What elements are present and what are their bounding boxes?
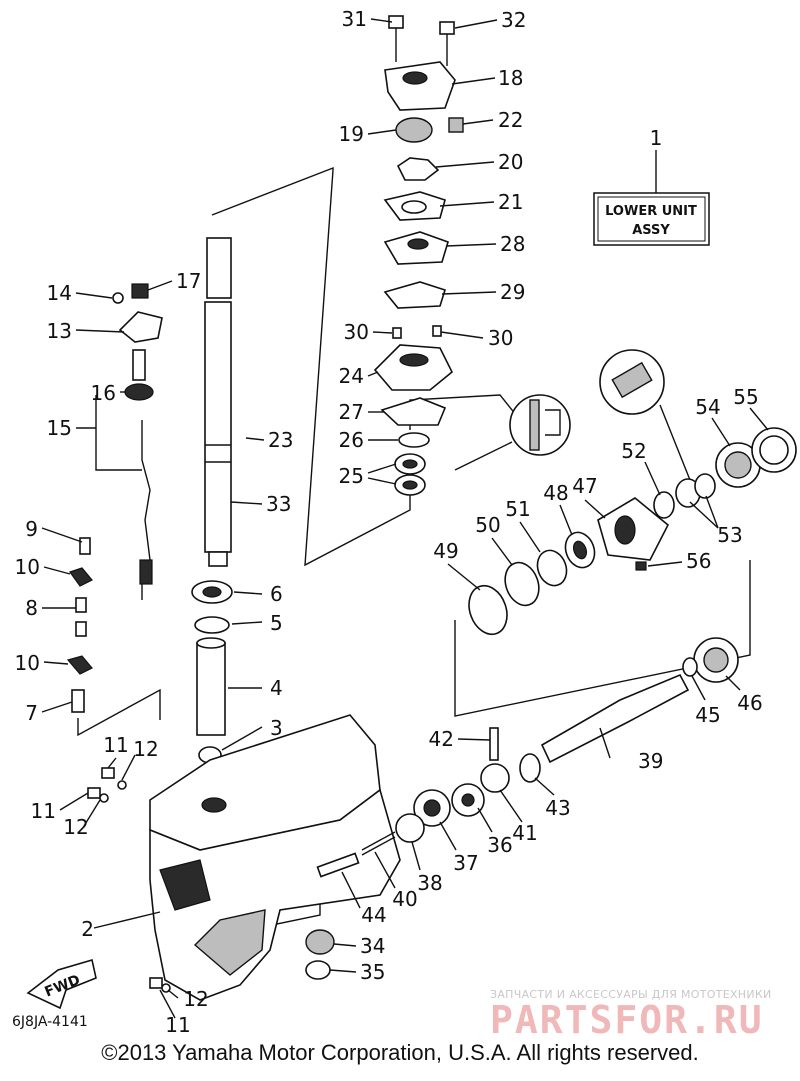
callout-30b: 30 xyxy=(488,326,513,350)
watermark-brand: PARTSFOR.RU xyxy=(490,998,764,1042)
callout-29: 29 xyxy=(500,280,525,304)
callout-11a: 11 xyxy=(103,733,128,757)
callout-22: 22 xyxy=(498,108,523,132)
callout-14: 14 xyxy=(47,281,72,305)
callout-21: 21 xyxy=(498,190,523,214)
callout-12c: 12 xyxy=(183,987,208,1011)
callout-7: 7 xyxy=(25,701,38,725)
callout-38: 38 xyxy=(417,871,442,895)
callout-labels: 1 2 3 4 5 6 7 8 9 10 10 11 11 11 12 12 1… xyxy=(15,7,763,1037)
detail-circles xyxy=(454,349,691,481)
callout-12b: 12 xyxy=(63,815,88,839)
callout-42: 42 xyxy=(429,727,454,751)
callout-26: 26 xyxy=(339,428,364,452)
callout-39: 39 xyxy=(638,749,663,773)
callout-53: 53 xyxy=(717,523,742,547)
callout-35: 35 xyxy=(360,960,385,984)
callout-2: 2 xyxy=(81,917,94,941)
callout-17: 17 xyxy=(176,269,201,293)
watermark-caption: ЗАПЧАСТИ И АКСЕССУАРЫ ДЛЯ МОТОТЕХНИКИ xyxy=(490,988,772,1001)
callout-51: 51 xyxy=(505,497,530,521)
diagram-code: 6J8JA-4141 xyxy=(12,1014,88,1030)
gear-train xyxy=(305,427,797,980)
callout-8: 8 xyxy=(25,596,38,620)
callout-23: 23 xyxy=(268,428,293,452)
callout-11c: 11 xyxy=(165,1013,190,1037)
callout-15: 15 xyxy=(47,416,72,440)
callout-45: 45 xyxy=(695,703,720,727)
callout-28: 28 xyxy=(500,232,525,256)
callout-3: 3 xyxy=(270,716,283,740)
lower-unit-assy-box: LOWER UNIT ASSY xyxy=(593,192,710,246)
callout-27: 27 xyxy=(339,400,364,424)
callout-1: 1 xyxy=(650,126,663,150)
callout-41: 41 xyxy=(512,821,537,845)
copyright-footer: ©2013 Yamaha Motor Corporation, U.S.A. A… xyxy=(101,1040,699,1065)
callout-18: 18 xyxy=(498,66,523,90)
callout-4: 4 xyxy=(270,676,283,700)
callout-48: 48 xyxy=(543,481,568,505)
callout-19: 19 xyxy=(339,122,364,146)
callout-32: 32 xyxy=(501,8,526,32)
oil-seal-housing xyxy=(191,580,233,764)
callout-56: 56 xyxy=(686,549,711,573)
callout-44: 44 xyxy=(361,903,386,927)
left-small-parts xyxy=(66,537,171,993)
callout-10a: 10 xyxy=(15,555,40,579)
callout-16: 16 xyxy=(91,381,116,405)
callout-30a: 30 xyxy=(344,320,369,344)
callout-10b: 10 xyxy=(15,651,40,675)
callout-34: 34 xyxy=(360,934,385,958)
callout-49: 49 xyxy=(433,539,458,563)
callout-25: 25 xyxy=(339,464,364,488)
water-pump-stack xyxy=(373,15,464,496)
callout-6: 6 xyxy=(270,582,283,606)
callout-24: 24 xyxy=(339,364,364,388)
drive-shaft xyxy=(204,237,232,567)
callout-20: 20 xyxy=(498,150,523,174)
callout-46: 46 xyxy=(737,691,762,715)
assy-box-line2: ASSY xyxy=(632,223,670,238)
fwd-arrow: FWD xyxy=(26,958,97,1010)
callout-40: 40 xyxy=(392,887,417,911)
callout-5: 5 xyxy=(270,611,283,635)
callout-43: 43 xyxy=(545,796,570,820)
callout-31: 31 xyxy=(342,7,367,31)
callout-33: 33 xyxy=(266,492,291,516)
assy-box-line1: LOWER UNIT xyxy=(605,204,697,219)
callout-55: 55 xyxy=(733,385,758,409)
callout-36: 36 xyxy=(487,833,512,857)
callout-54: 54 xyxy=(695,395,720,419)
callout-50: 50 xyxy=(475,513,500,537)
callout-52: 52 xyxy=(621,439,646,463)
callout-47: 47 xyxy=(572,474,597,498)
callout-9: 9 xyxy=(25,517,38,541)
callout-37: 37 xyxy=(453,851,478,875)
callout-13: 13 xyxy=(47,319,72,343)
callout-12a: 12 xyxy=(133,737,158,761)
lower-case xyxy=(149,714,401,1001)
leader-lines xyxy=(41,18,769,1019)
callout-11b: 11 xyxy=(31,799,56,823)
shift-rod-group xyxy=(112,283,163,585)
